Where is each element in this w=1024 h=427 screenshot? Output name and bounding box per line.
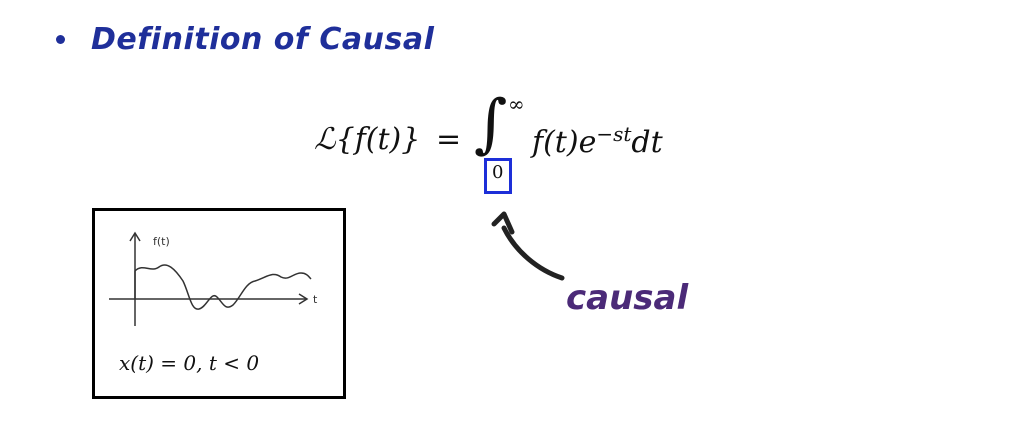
bullet-title-row: Definition of Causal — [56, 22, 434, 57]
integral-sign: ∫ — [474, 87, 508, 161]
causal-condition: x(t) = 0, t < 0 — [119, 351, 260, 375]
bullet-dot — [56, 35, 65, 44]
laplace-equation: ℒ{f(t)} = ∫ ∞ 0 f(t)e−stdt — [314, 88, 714, 198]
signal-curve — [134, 264, 312, 310]
integrand-base: f(t)e — [532, 125, 597, 160]
signal-plot — [109, 231, 312, 326]
equation-equals: = — [436, 122, 462, 157]
x-axis-arrow-icon — [298, 293, 309, 305]
lower-limit-highlight-box — [484, 158, 512, 194]
slide-title: Definition of Causal — [91, 22, 435, 57]
causal-signal-graph: f(t) t x(t) = 0, t < 0 — [92, 208, 346, 399]
equation-lhs: ℒ{f(t)} — [314, 122, 421, 157]
differential: dt — [631, 125, 663, 160]
graph-y-label: f(t) — [153, 235, 170, 248]
graph-x-label: t — [313, 293, 318, 306]
integrand: f(t)e−stdt — [532, 122, 663, 160]
integral-lower-limit: 0 — [492, 162, 504, 183]
y-axis-arrow-icon — [129, 231, 141, 242]
integral-upper-limit: ∞ — [508, 92, 525, 116]
curved-arrow-icon — [491, 211, 565, 281]
causal-label: causal — [566, 278, 689, 318]
integrand-exponent: −st — [596, 122, 632, 146]
